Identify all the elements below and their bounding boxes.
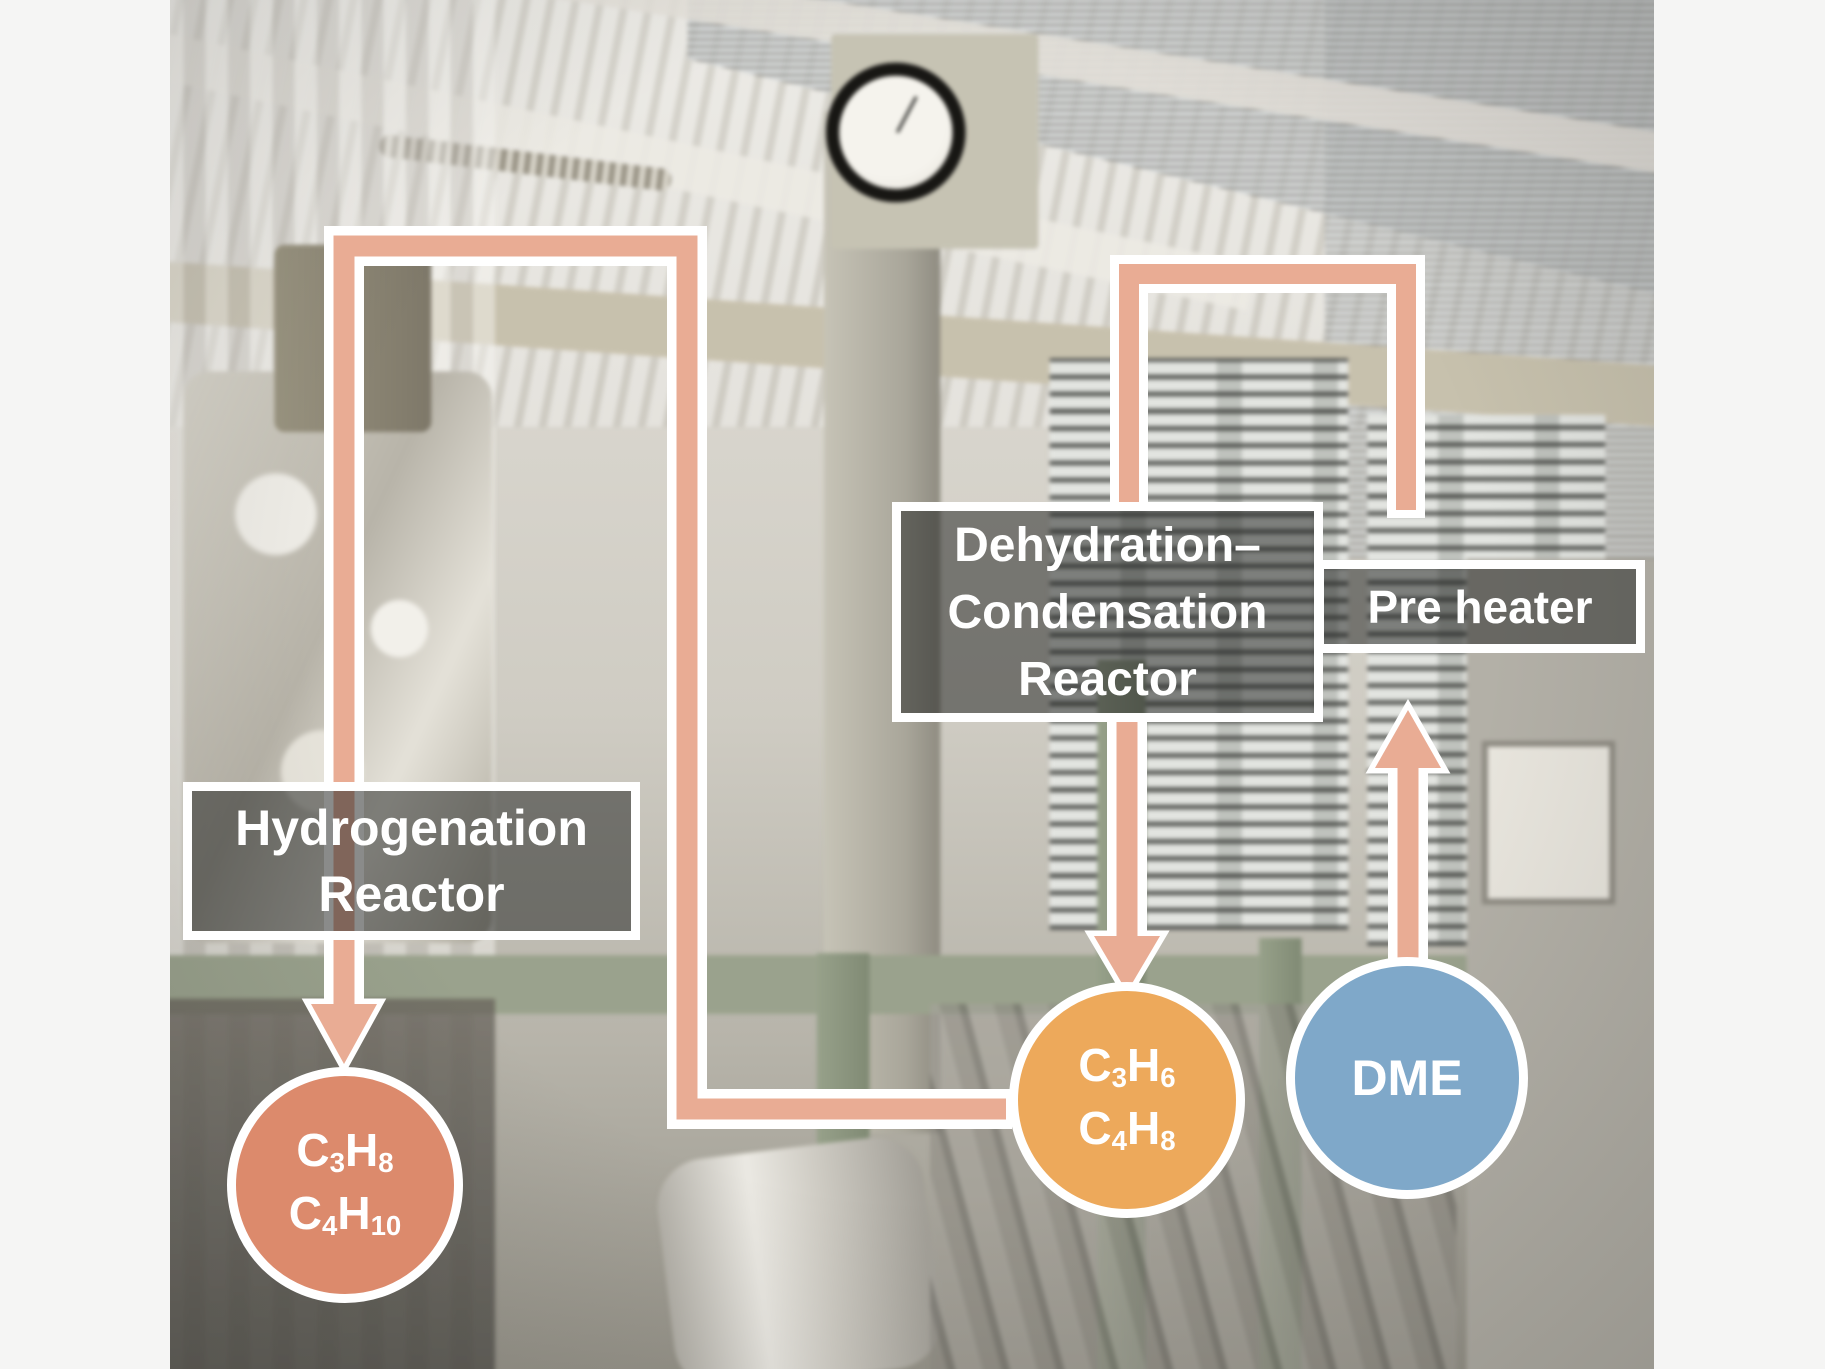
node-dme: DME (1286, 957, 1528, 1199)
label-line: Reactor (318, 866, 505, 922)
label-line: Condensation (947, 585, 1268, 639)
label-pre-heater: Pre heater (1315, 560, 1645, 653)
label-line: Dehydration– (954, 518, 1261, 572)
label-line: Hydrogenation (235, 800, 588, 856)
label-dehydration-condensation-reactor: Dehydration– Condensation Reactor (892, 502, 1323, 722)
label-hydrogenation-reactor: Hydrogenation Reactor (183, 782, 640, 940)
node-dme-label: DME (1351, 1050, 1463, 1106)
photo-controller-box (1481, 740, 1616, 905)
label-line: Reactor (1018, 652, 1197, 706)
label-line: Pre heater (1367, 580, 1593, 633)
photo-equipment-rack (1466, 558, 1654, 1369)
